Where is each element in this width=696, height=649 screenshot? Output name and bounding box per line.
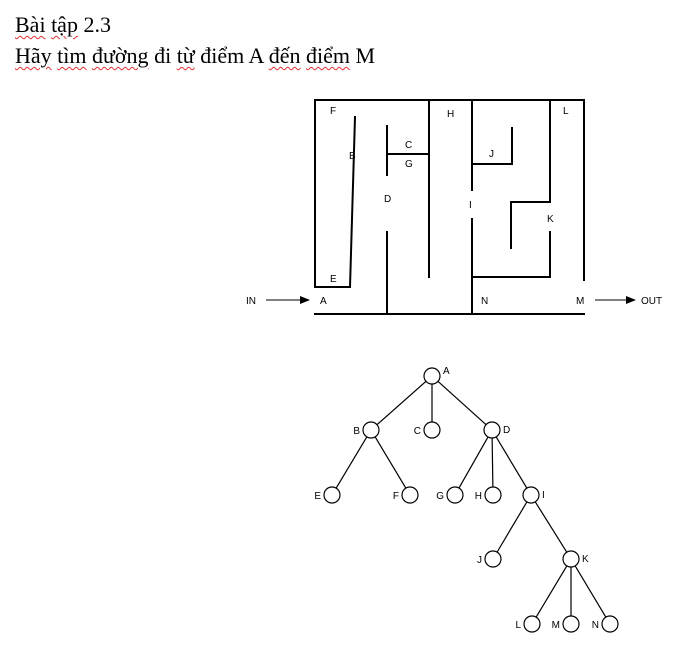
exercise-prompt: Hãy tìm đường đi từ điểm A đến điểm M bbox=[15, 43, 375, 69]
tree-node-label-j: J bbox=[477, 555, 482, 566]
tree-node-label-k: K bbox=[582, 554, 589, 565]
tree-edge-k-l bbox=[535, 565, 568, 618]
tree-edge-b-f bbox=[374, 436, 407, 489]
tree-node-l bbox=[523, 615, 541, 633]
maze bbox=[314, 99, 585, 315]
tree-node-e bbox=[323, 486, 341, 504]
tree-node-label-d: D bbox=[503, 425, 510, 436]
tree-node-c bbox=[423, 421, 441, 439]
tree-node-n bbox=[601, 615, 619, 633]
tree-node-h bbox=[484, 486, 502, 504]
tree-node-label-g: G bbox=[436, 491, 444, 502]
tree-edge-i-k bbox=[534, 501, 568, 553]
maze-label-l: L bbox=[563, 106, 569, 117]
tree-edge-k-n bbox=[574, 565, 607, 618]
prompt-word: điểm bbox=[200, 43, 245, 68]
tree-node-f bbox=[401, 486, 419, 504]
tree-edge-b-e bbox=[335, 436, 368, 489]
title-word: tập bbox=[51, 12, 78, 37]
maze-label-j: J bbox=[489, 149, 494, 160]
prompt-word: M bbox=[355, 43, 376, 68]
tree-node-label-l: L bbox=[515, 620, 521, 631]
prompt-word: điểm bbox=[305, 43, 350, 68]
tree-node-label-c: C bbox=[414, 426, 421, 437]
tree-node-i bbox=[522, 486, 540, 504]
tree-node-label-i: I bbox=[542, 490, 545, 501]
tree-node-b bbox=[362, 421, 380, 439]
prompt-word: đường bbox=[92, 43, 149, 68]
maze-exit-label: OUT bbox=[641, 296, 662, 307]
tree-edge-d-h bbox=[491, 437, 494, 488]
tree-node-label-n: N bbox=[592, 620, 599, 631]
tree-node-label-a: A bbox=[443, 366, 450, 377]
prompt-word: Hãy bbox=[15, 43, 52, 68]
title-word: Bài bbox=[15, 12, 46, 37]
tree-node-k bbox=[562, 550, 580, 568]
tree-node-a bbox=[423, 367, 441, 385]
tree-edges bbox=[335, 380, 607, 618]
tree-node-label-b: B bbox=[353, 426, 360, 437]
prompt-word: từ bbox=[176, 43, 195, 68]
tree-node-m bbox=[562, 615, 580, 633]
tree-node-g bbox=[446, 486, 464, 504]
tree-node-j bbox=[484, 550, 502, 568]
maze-label-m: M bbox=[576, 296, 584, 307]
maze-label-e: E bbox=[330, 274, 337, 285]
tree-nodes: A B C D E F G H I J K L M N bbox=[314, 366, 619, 633]
maze-label-f: F bbox=[330, 106, 336, 117]
tree-edge-i-j bbox=[496, 501, 528, 553]
maze-label-g: G bbox=[405, 159, 413, 170]
tree-edge-d-g bbox=[458, 436, 489, 489]
maze-label-i: I bbox=[469, 200, 472, 211]
maze-label-n: N bbox=[481, 296, 488, 307]
exercise-title: Bài tập 2.3 bbox=[15, 12, 111, 38]
prompt-word: đến bbox=[268, 43, 301, 68]
maze-label-k: K bbox=[547, 214, 554, 225]
tree-edge-a-b bbox=[376, 380, 427, 426]
maze-label-b: B bbox=[349, 151, 356, 162]
maze-label-c: C bbox=[405, 140, 412, 151]
tree-edge-a-d bbox=[437, 380, 487, 426]
tree-node-label-f: F bbox=[393, 491, 399, 502]
maze-label-d: D bbox=[384, 194, 391, 205]
title-number: 2.3 bbox=[83, 12, 111, 37]
prompt-word: tìm bbox=[57, 43, 87, 68]
tree-node-label-h: H bbox=[475, 491, 482, 502]
tree-node-d bbox=[483, 421, 501, 439]
prompt-word: A bbox=[248, 43, 264, 68]
prompt-word: đi bbox=[154, 43, 172, 68]
maze-wall-inner-b bbox=[348, 115, 357, 289]
maze-labels: IN OUT A B C D E F G H I J K L M N bbox=[246, 106, 662, 307]
tree-node-label-e: E bbox=[314, 491, 321, 502]
maze-label-a: A bbox=[320, 296, 327, 307]
maze-label-h: H bbox=[447, 109, 454, 120]
maze-entry-label: IN bbox=[246, 296, 256, 307]
tree-node-label-m: M bbox=[552, 620, 560, 631]
tree-edge-d-i bbox=[495, 436, 528, 489]
